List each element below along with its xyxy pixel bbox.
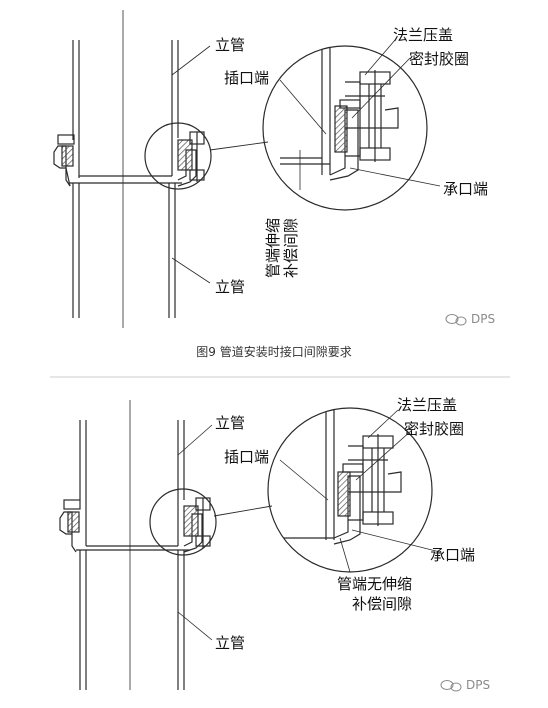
upper-pipe-bottom <box>79 420 185 547</box>
lower-pipe-bottom <box>76 549 190 690</box>
label-gap-line2: 补偿间隙 <box>282 218 300 278</box>
watermark-top: DPS <box>471 312 495 326</box>
right-joint-bottom <box>183 497 211 553</box>
left-joint-bottom <box>59 499 81 553</box>
labels-top: 立管 立管 插口端 法兰压盖 密封胶圈 承口端 管端伸缩 补偿间隙 DPS <box>215 26 495 326</box>
watermark-icon-top <box>445 314 467 326</box>
label-socket-end-bottom: 承口端 <box>430 546 475 564</box>
label-riser-upper: 立管 <box>215 36 245 54</box>
label-flange-gland: 法兰压盖 <box>393 26 453 44</box>
leaders-bottom <box>177 409 441 641</box>
label-flange-gland-bottom: 法兰压盖 <box>397 396 457 414</box>
detail-marker-circle <box>144 122 212 190</box>
upper-pipe <box>72 40 179 178</box>
lower-pipe <box>70 182 182 318</box>
label-riser-upper-bottom: 立管 <box>215 414 245 432</box>
label-socket-end: 承口端 <box>443 180 488 198</box>
detail-content <box>280 46 399 181</box>
label-spigot-end: 插口端 <box>224 69 269 87</box>
detail-marker-circle-bottom <box>149 488 217 556</box>
labels-bottom: 立管 立管 插口端 法兰压盖 密封胶圈 承口端 管端无伸缩 补偿间隙 DPS <box>215 396 490 692</box>
watermark-bottom: DPS <box>466 678 490 692</box>
label-seal-ring-bottom: 密封胶圈 <box>404 420 464 438</box>
label-riser-lower: 立管 <box>215 278 245 296</box>
left-joint <box>53 134 75 187</box>
watermark-icon-bottom <box>440 680 462 692</box>
detail-circle <box>262 45 428 211</box>
label-seal-ring: 密封胶圈 <box>409 50 469 68</box>
label-gap-line2-bottom: 补偿间隙 <box>352 595 412 613</box>
label-gap-line1: 管端伸缩 <box>264 218 282 278</box>
label-spigot-end-bottom: 插口端 <box>224 448 269 466</box>
detail-content-bottom <box>284 408 402 545</box>
figure-caption: 图9 管道安装时接口间隙要求 <box>196 344 351 359</box>
label-gap-line1-bottom: 管端无伸缩 <box>337 575 412 593</box>
right-joint <box>177 131 205 187</box>
figure-top <box>53 10 441 328</box>
leaders-top <box>171 39 441 284</box>
figure-bottom <box>59 400 441 690</box>
label-riser-lower-bottom: 立管 <box>215 634 245 652</box>
